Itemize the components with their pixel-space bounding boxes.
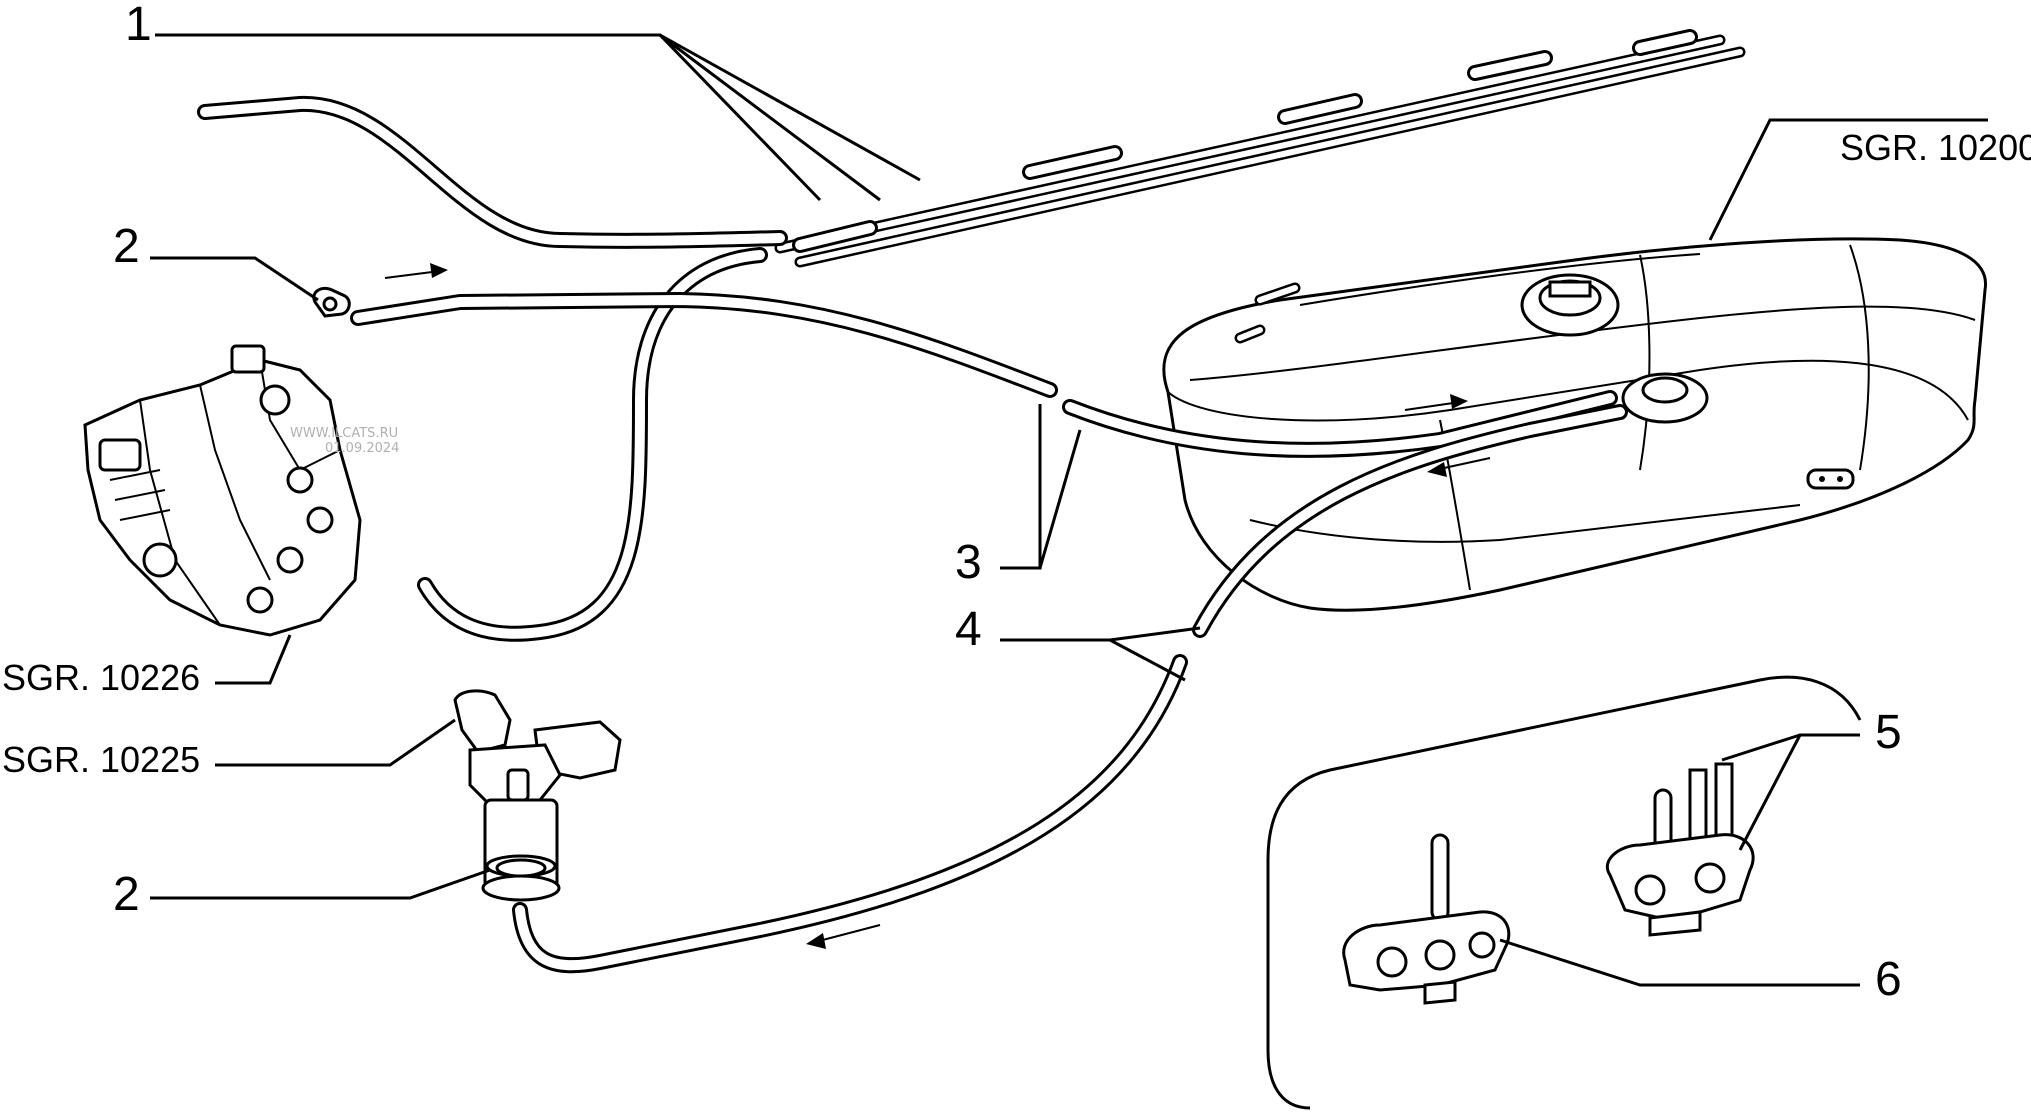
watermark-site: WWW.ILCATS.RU	[290, 426, 398, 441]
clip-5	[1606, 762, 1755, 937]
leader-lines	[150, 33, 1988, 987]
watermark-date: 01.09.2024	[325, 441, 399, 456]
detail-inset	[1266, 675, 1862, 1110]
clip-6	[1342, 833, 1511, 1005]
flow-arrows	[384, 263, 1491, 949]
ref-fuel-tank: SGR. 10200	[1840, 127, 2031, 168]
callout-5: 5	[1875, 706, 1902, 759]
hose-clip-upper	[312, 286, 351, 318]
ref-fuel-filter: SGR. 10225	[2, 739, 200, 780]
callout-2-upper: 2	[113, 220, 140, 273]
callout-2-lower: 2	[113, 868, 140, 921]
callout-6: 6	[1875, 953, 1902, 1006]
fuel-filter	[453, 689, 622, 902]
injection-pump	[83, 344, 362, 637]
callout-3: 3	[955, 536, 982, 589]
ref-injection-pump: SGR. 10226	[2, 657, 200, 698]
callout-1: 1	[125, 0, 152, 51]
callout-4: 4	[955, 603, 982, 656]
hose-3	[350, 292, 1618, 458]
hose-4	[512, 404, 1628, 974]
